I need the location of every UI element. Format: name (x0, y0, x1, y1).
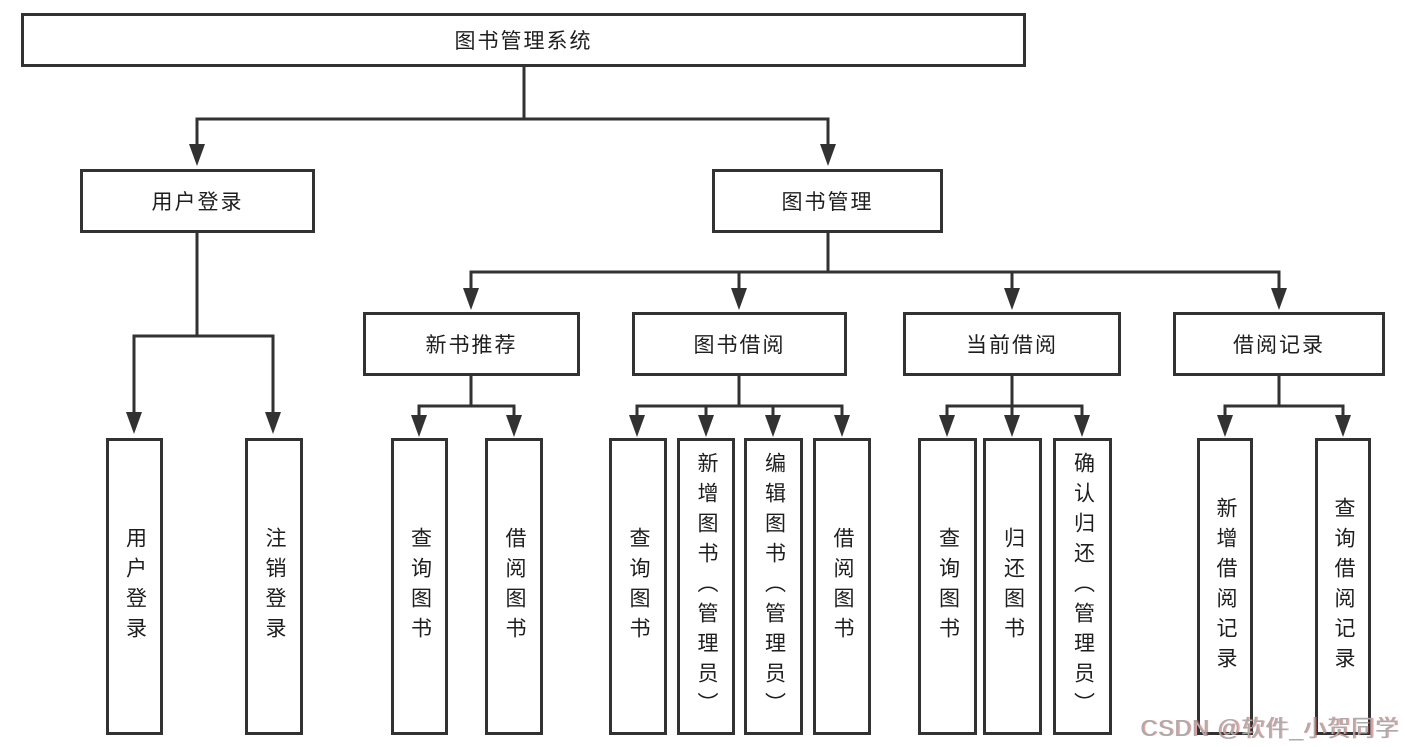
connector-paths (132, 67, 1345, 415)
node-user-login: 用户登录 (80, 169, 315, 233)
connector-mgmt-rail (469, 270, 1281, 290)
arrowhead (189, 144, 205, 166)
node-current-borrow: 当前借阅 (903, 312, 1121, 376)
connector-newrec-rail (417, 376, 516, 415)
arrowhead (939, 415, 955, 437)
arrowhead (1004, 288, 1020, 310)
leaf-add-book-admin: 新增图书（管理员） (677, 438, 735, 735)
leaf-logout: 注销登录 (245, 438, 303, 735)
connector-root-rail (195, 117, 830, 145)
arrowhead (731, 288, 747, 310)
node-book-management: 图书管理 (712, 169, 943, 233)
arrowhead (820, 144, 836, 166)
connector-current-rail (945, 376, 1084, 415)
leaf-edit-book-admin: 编辑图书（管理员） (744, 438, 803, 735)
arrowhead (126, 412, 142, 434)
arrowhead (506, 415, 522, 437)
node-root-library-system: 图书管理系统 (21, 13, 1026, 67)
arrowhead (834, 415, 850, 437)
leaf-query-borrow-record: 查询借阅记录 (1315, 438, 1371, 735)
node-borrow-records: 借阅记录 (1173, 312, 1385, 376)
arrowhead (1074, 415, 1090, 437)
arrowhead (265, 412, 281, 434)
arrowhead (1335, 415, 1351, 437)
arrowhead (698, 415, 714, 437)
csdn-watermark: CSDN @软件_小贺同学 (1140, 715, 1399, 741)
arrowhead (1004, 415, 1020, 437)
arrowhead (629, 415, 645, 437)
arrowhead (1217, 415, 1233, 437)
leaf-return-book: 归还图书 (983, 438, 1042, 735)
leaf-borrow-book-recommend: 借阅图书 (485, 438, 543, 735)
arrowhead (411, 415, 427, 437)
leaf-query-book-recommend: 查询图书 (391, 438, 448, 735)
arrowhead (1271, 288, 1287, 310)
arrowhead (463, 288, 479, 310)
arrowhead (765, 415, 781, 437)
leaf-confirm-return-admin: 确认归还（管理员） (1053, 438, 1112, 735)
connector-login-rail (132, 334, 275, 413)
leaf-user-login: 用户登录 (106, 438, 163, 735)
connector-borrow-rail (635, 376, 844, 415)
leaf-add-borrow-record: 新增借阅记录 (1197, 438, 1253, 735)
leaf-query-book-current: 查询图书 (918, 438, 977, 735)
leaf-query-book-borrow: 查询图书 (609, 438, 667, 735)
node-book-borrow: 图书借阅 (632, 312, 847, 376)
connector-records-rail (1223, 376, 1345, 415)
leaf-borrow-book: 借阅图书 (813, 438, 871, 735)
node-new-book-recommend: 新书推荐 (363, 312, 580, 376)
